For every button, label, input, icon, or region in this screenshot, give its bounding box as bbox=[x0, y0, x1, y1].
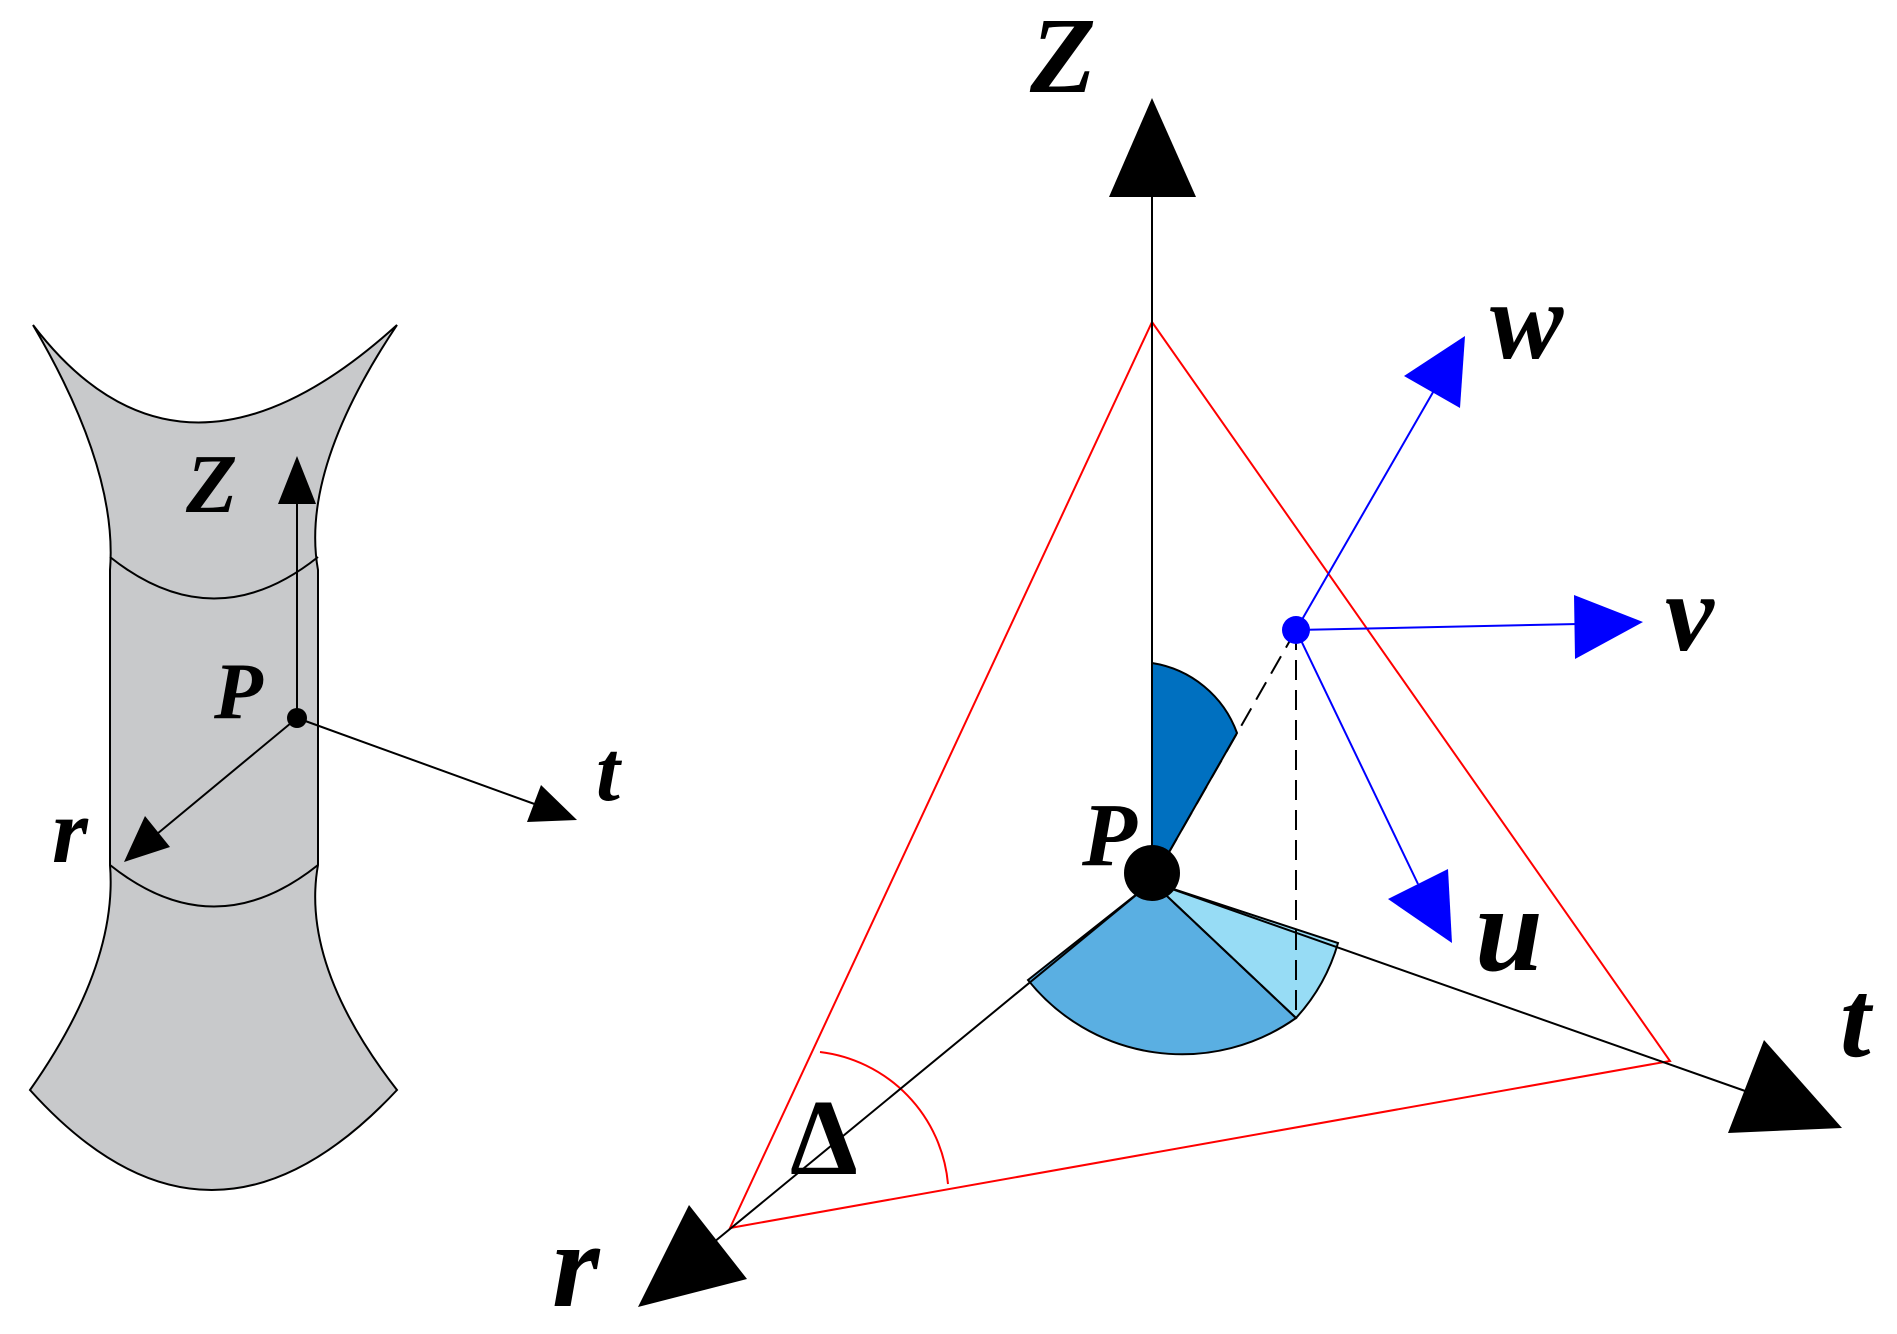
right-r-arrowhead bbox=[638, 1205, 747, 1307]
right-t-axis bbox=[1151, 881, 1749, 1093]
left-r-axis bbox=[156, 717, 298, 835]
left-label-p: P bbox=[213, 648, 264, 736]
dashed-projection-diagonal bbox=[1151, 629, 1297, 883]
left-label-r: r bbox=[52, 780, 89, 882]
left-label-t: t bbox=[596, 723, 623, 819]
surface-upper-ring bbox=[109, 556, 319, 600]
left-point-p bbox=[287, 708, 307, 728]
blue-v-arrowhead bbox=[1574, 595, 1643, 659]
right-label-z: Z bbox=[1029, 0, 1096, 116]
blue-u-axis bbox=[1295, 629, 1419, 885]
left-z-arrowhead bbox=[278, 456, 316, 504]
red-frame-triangle bbox=[728, 320, 1672, 1230]
right-r-axis bbox=[707, 881, 1153, 1248]
left-r-arrowhead bbox=[124, 816, 170, 862]
right-label-t: t bbox=[1840, 958, 1874, 1080]
delta-angle-arc bbox=[819, 1051, 949, 1185]
blue-w-axis bbox=[1295, 386, 1437, 631]
left-surface-figure: Z P t r bbox=[28, 324, 623, 1191]
right-label-v: v bbox=[1665, 552, 1715, 674]
right-point-p bbox=[1124, 845, 1180, 901]
surface-lower-ring bbox=[109, 864, 319, 908]
right-frame-figure: Z w v P u t r Δ bbox=[552, 0, 1874, 1333]
left-label-z: Z bbox=[185, 438, 237, 531]
angle-sector-mid bbox=[1026, 880, 1298, 1056]
dashed-projection-base bbox=[1151, 881, 1297, 1019]
right-t-arrowhead bbox=[1728, 1040, 1842, 1133]
angle-sector-dark bbox=[1151, 661, 1239, 886]
left-t-axis bbox=[296, 717, 541, 807]
left-t-arrowhead bbox=[527, 785, 577, 822]
blue-u-arrowhead bbox=[1388, 869, 1452, 943]
right-label-r: r bbox=[552, 1198, 601, 1333]
delta-angle-label: Δ bbox=[790, 1079, 858, 1198]
right-z-arrowhead bbox=[1109, 98, 1196, 197]
right-label-w: w bbox=[1490, 260, 1564, 382]
blue-v-axis bbox=[1295, 623, 1579, 631]
blue-point bbox=[1282, 616, 1310, 644]
blue-w-arrowhead bbox=[1404, 336, 1465, 408]
right-label-p: P bbox=[1081, 786, 1138, 885]
right-label-u: u bbox=[1475, 862, 1543, 997]
